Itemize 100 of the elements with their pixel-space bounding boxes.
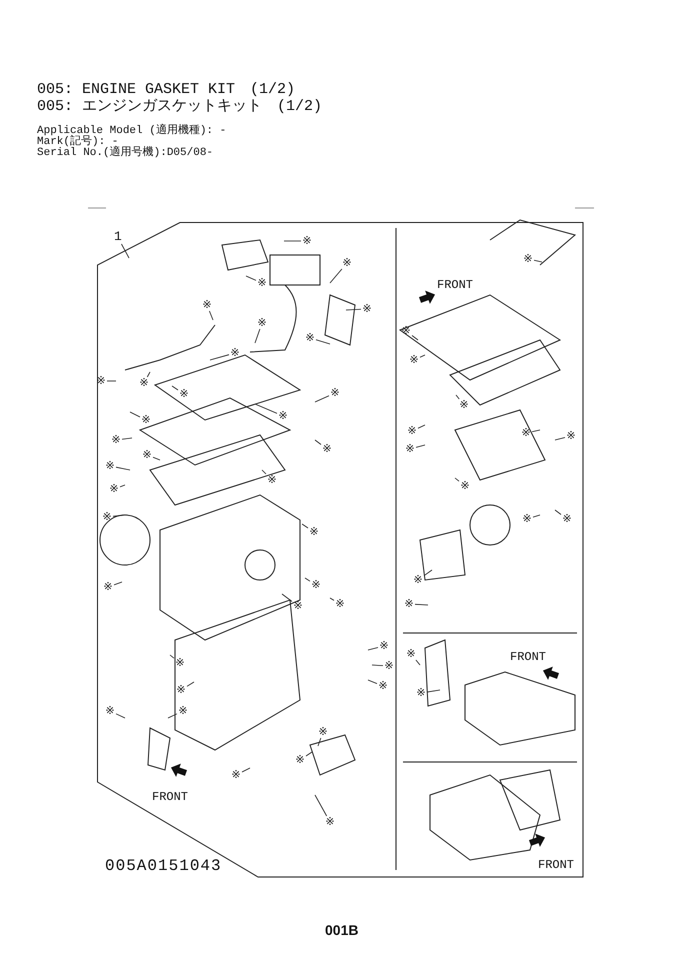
leader-line [316, 339, 330, 344]
reference-mark: ※ [329, 387, 341, 399]
reference-mark: ※ [277, 410, 289, 422]
reference-mark: ※ [521, 513, 533, 525]
leader-line [424, 570, 432, 576]
leader-line [146, 372, 150, 378]
reference-mark: ※ [141, 449, 153, 461]
reference-mark: ※ [310, 579, 322, 591]
leader-line [534, 260, 542, 262]
reference-mark: ※ [459, 480, 471, 492]
reference-mark: ※ [101, 511, 113, 523]
reference-mark: ※ [301, 235, 313, 247]
leader-line [416, 444, 426, 448]
leader-line [114, 582, 122, 586]
page-title: 005: ENGINE GASKET KIT (1/2) [37, 80, 296, 98]
reference-mark: ※ [95, 375, 107, 387]
page-title: 005: エンジンガスケットキット (1/2) [37, 97, 322, 115]
leader-line [314, 440, 322, 445]
reference-mark: ※ [378, 640, 390, 652]
reference-mark: ※ [341, 257, 353, 269]
leader-line [420, 354, 426, 358]
leader-line [116, 713, 126, 718]
leader-line [414, 604, 428, 606]
reference-mark: ※ [377, 680, 389, 692]
leader-line [302, 524, 308, 528]
info-text: Applicable Model (適用機種): - [37, 122, 226, 137]
reference-mark: ※ [405, 648, 417, 660]
leader-line [456, 394, 460, 400]
leader-line [306, 752, 312, 756]
reference-mark: ※ [140, 414, 152, 426]
reference-mark: ※ [334, 598, 346, 610]
leader-line [130, 412, 140, 418]
reference-mark: ※ [138, 377, 150, 389]
leader-line [368, 680, 378, 684]
reference-mark: ※ [408, 354, 420, 366]
leader-line [532, 430, 540, 432]
reference-mark: ※ [522, 253, 534, 265]
leader-line [122, 438, 132, 440]
reference-mark: ※ [317, 726, 329, 738]
reference-mark: ※ [229, 347, 241, 359]
reference-mark: ※ [201, 299, 213, 311]
leader-line [346, 308, 362, 310]
reference-mark: ※ [292, 600, 304, 612]
leader-line [284, 240, 302, 242]
leader-line [372, 664, 384, 666]
leader-line [106, 380, 116, 382]
reference-mark: ※ [174, 657, 186, 669]
reference-mark: ※ [256, 277, 268, 289]
leader-line [254, 328, 260, 344]
reference-mark: ※ [104, 705, 116, 717]
reference-mark: ※ [178, 388, 190, 400]
leader-line [168, 713, 178, 718]
leader-line [120, 484, 126, 488]
leader-line [152, 456, 160, 460]
leader-line [282, 594, 292, 602]
reference-mark: ※ [406, 425, 418, 437]
reference-mark: ※ [110, 434, 122, 446]
leader-line [368, 647, 378, 650]
leader-line [318, 738, 322, 746]
reference-mark: ※ [256, 317, 268, 329]
direction-label: FRONT [510, 650, 546, 664]
leader-line [121, 244, 130, 258]
leader-line [254, 404, 278, 414]
leader-line [246, 276, 256, 281]
reference-mark: ※ [304, 332, 316, 344]
leader-line [209, 310, 214, 320]
direction-label: FRONT [437, 278, 474, 292]
leader-line [554, 510, 562, 515]
reference-mark: ※ [324, 816, 336, 828]
leader-line [554, 437, 566, 440]
reference-mark: ※ [102, 581, 114, 593]
reference-mark: ※ [561, 513, 573, 525]
leader-line [454, 478, 460, 482]
reference-mark: ※ [458, 399, 470, 411]
reference-mark: ※ [177, 705, 189, 717]
reference-mark: ※ [412, 574, 424, 586]
leader-line [210, 354, 230, 360]
leader-line [314, 794, 328, 816]
reference-mark: ※ [415, 687, 427, 699]
reference-mark: ※ [520, 427, 532, 439]
leader-line [330, 598, 334, 601]
leader-line [242, 768, 250, 772]
reference-mark: ※ [308, 526, 320, 538]
leader-line [112, 514, 126, 517]
reference-mark: ※ [403, 598, 415, 610]
leader-line [532, 514, 540, 518]
reference-mark: ※ [108, 483, 120, 495]
reference-mark: ※ [404, 443, 416, 455]
leader-line [116, 466, 130, 470]
reference-mark: ※ [321, 443, 333, 455]
reference-mark: ※ [230, 769, 242, 781]
page-number: 001B [325, 922, 358, 938]
reference-mark: ※ [294, 754, 306, 766]
reference-mark: ※ [565, 430, 577, 442]
callout-number: 1 [114, 229, 122, 244]
leader-line [304, 578, 310, 582]
leader-line [418, 424, 426, 429]
leader-line [262, 470, 266, 474]
reference-mark: ※ [361, 303, 373, 315]
reference-mark: ※ [400, 325, 412, 337]
